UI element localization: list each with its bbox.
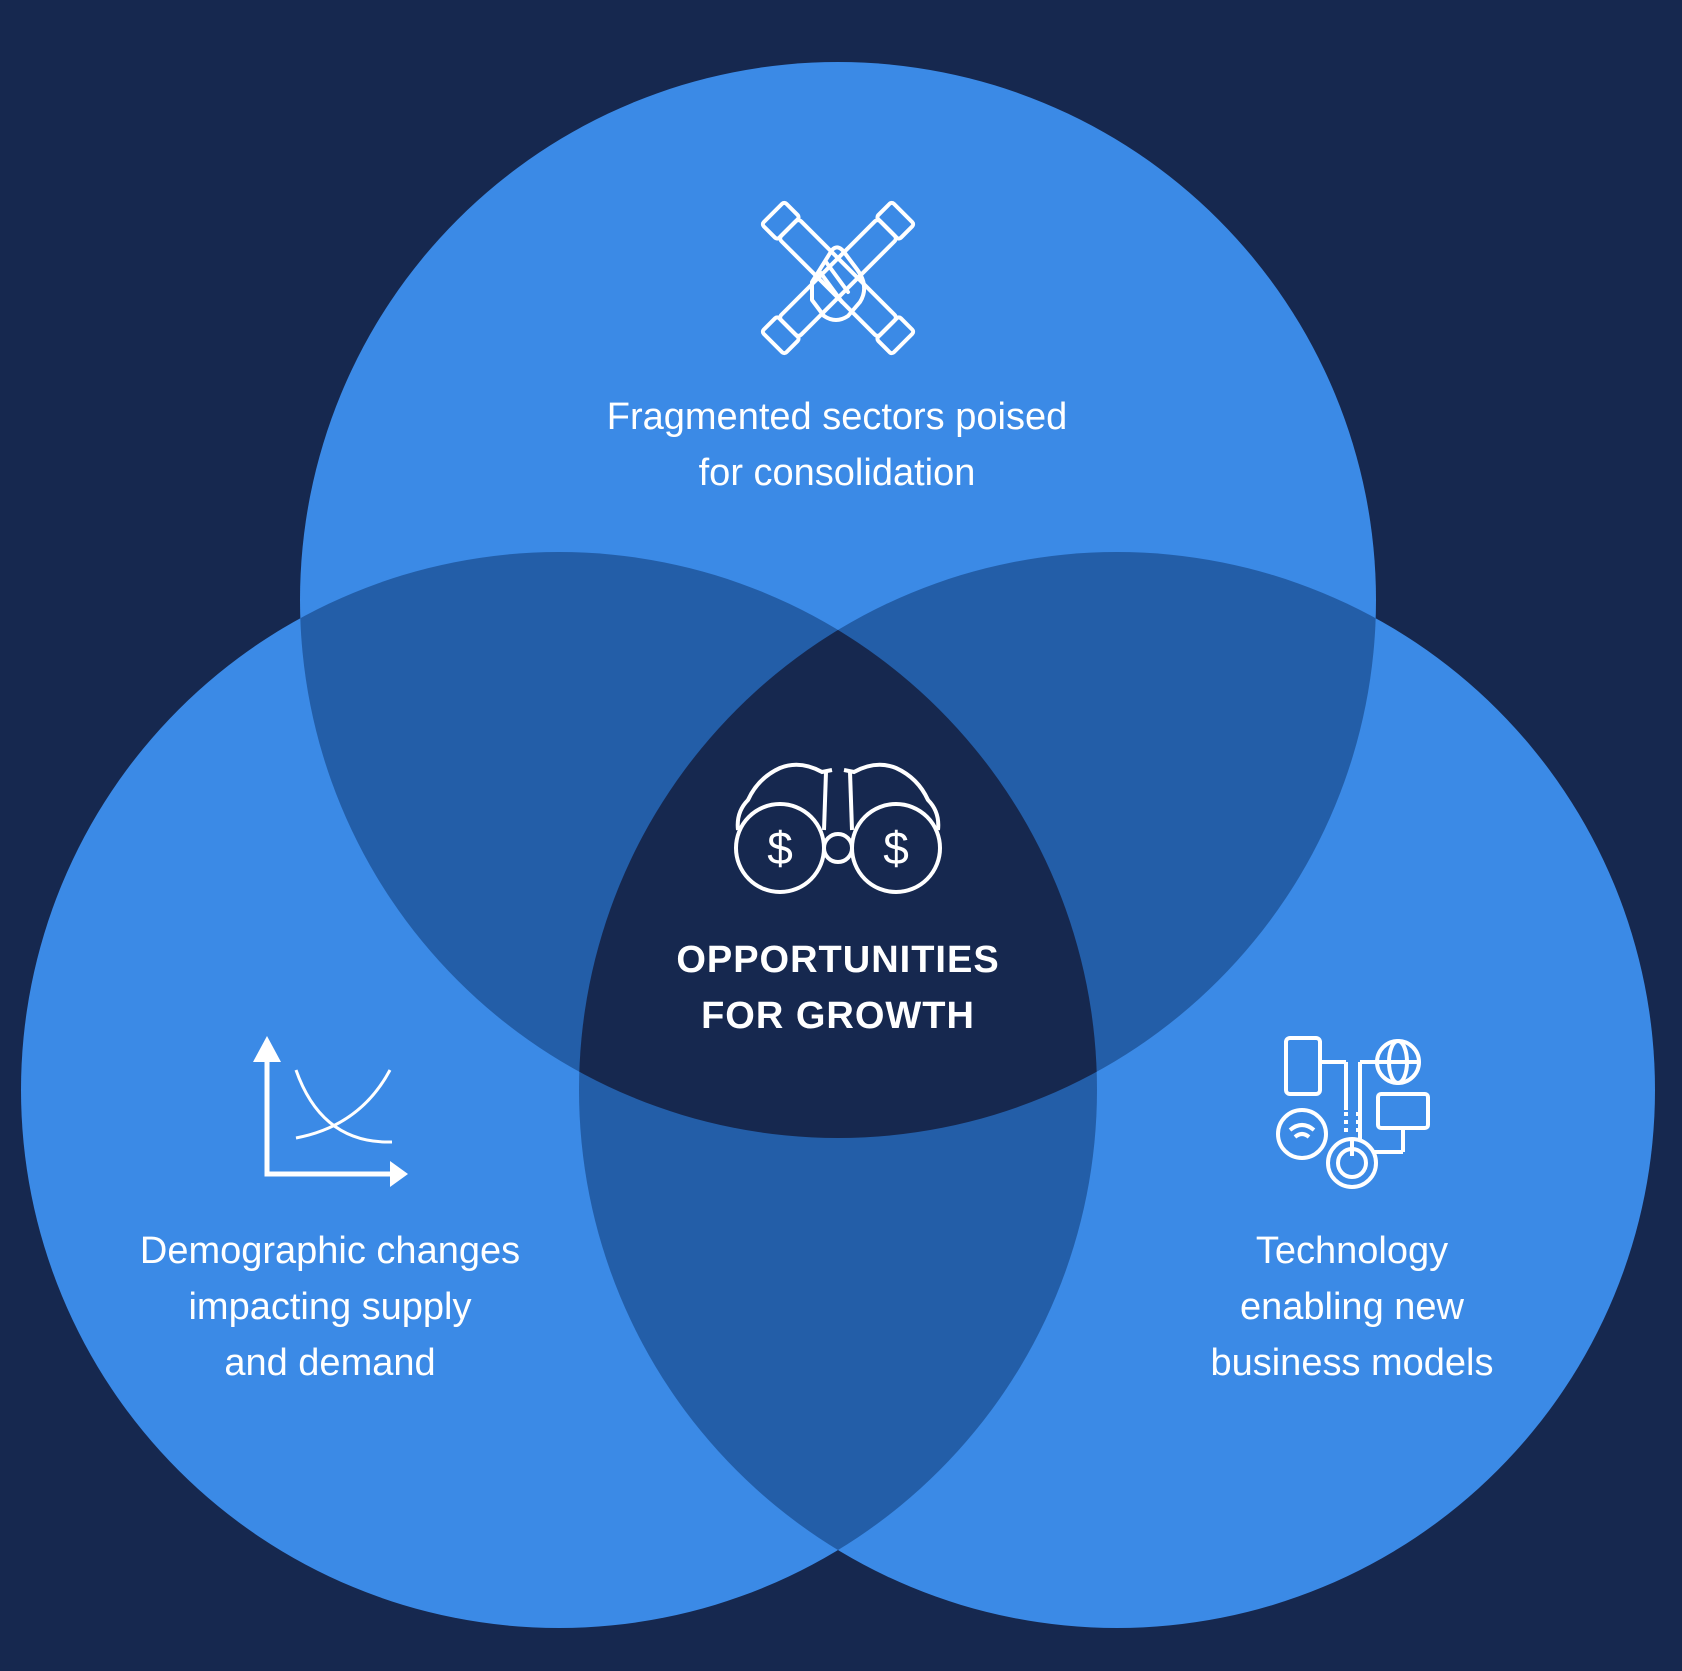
label-top-line: Fragmented sectors poised: [606, 396, 1068, 438]
graph-arrow-up: [253, 1036, 281, 1062]
overlap-center: [579, 552, 1097, 1138]
label-left-line: impacting supply: [188, 1286, 472, 1328]
label-right: Technology enabling new business models: [1052, 1223, 1652, 1391]
binoculars-dollar-icon: [734, 762, 942, 894]
label-center-line: FOR GROWTH: [701, 995, 975, 1037]
dollar-sign-right: $: [883, 822, 909, 874]
label-top: Fragmented sectors poised for consolidat…: [537, 389, 1137, 501]
label-right-line: enabling new: [1240, 1286, 1464, 1328]
connected-devices-icon: [1276, 1036, 1430, 1189]
label-left: Demographic changes impacting supply and…: [30, 1223, 630, 1391]
label-center: OPPORTUNITIES FOR GROWTH: [588, 932, 1088, 1044]
supply-demand-graph-icon: [264, 1058, 394, 1177]
graph-arrow-right: [390, 1161, 408, 1187]
label-right-line: Technology: [1255, 1230, 1449, 1272]
label-left-line: Demographic changes: [139, 1230, 521, 1272]
dollar-sign-left: $: [767, 822, 793, 874]
stacked-hands-icon: [760, 200, 916, 356]
label-left-line: and demand: [224, 1342, 436, 1384]
label-center-line: OPPORTUNITIES: [676, 939, 1000, 981]
label-right-line: business models: [1210, 1342, 1494, 1384]
label-top-line: for consolidation: [698, 452, 976, 494]
